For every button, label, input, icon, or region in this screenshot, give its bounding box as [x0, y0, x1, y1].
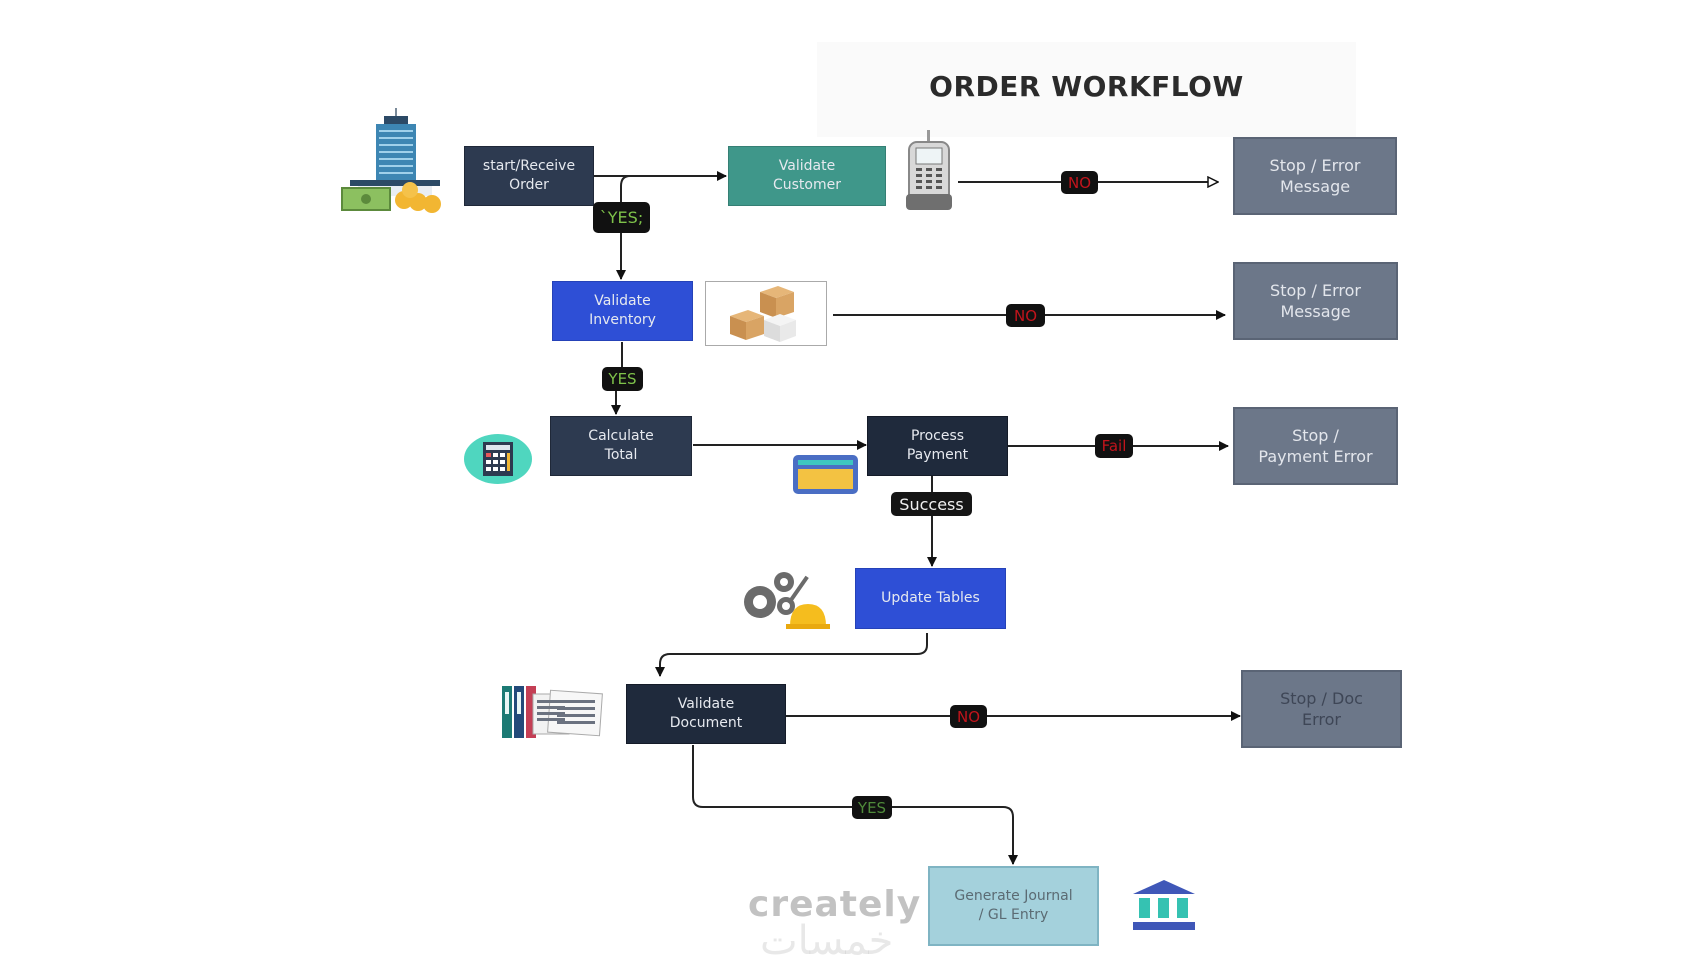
node-start-receive-order[interactable]: start/Receive Order: [464, 146, 594, 206]
node-validate-inventory[interactable]: Validate Inventory: [552, 281, 693, 341]
node-stop-payment-error[interactable]: Stop / Payment Error: [1233, 407, 1398, 485]
edge-label-yes-2: YES: [602, 367, 643, 391]
node-stop-error-message-1[interactable]: Stop / Error Message: [1233, 137, 1397, 215]
edge-label-no-1: NO: [1061, 171, 1098, 194]
node-validate-document[interactable]: Validate Document: [626, 684, 786, 744]
edge-inventory-to-calc: [616, 342, 622, 414]
edge-start-to-inventory: [616, 175, 631, 280]
boxes-image-frame: [705, 281, 827, 346]
node-calculate-total[interactable]: Calculate Total: [550, 416, 692, 476]
gears-wrench-hardhat-icon: [744, 572, 830, 629]
edge-update-to-document: [655, 633, 928, 677]
edge-label-no-3: NO: [950, 705, 987, 728]
binders-documents-icon: [502, 686, 603, 738]
node-process-payment[interactable]: Process Payment: [867, 416, 1008, 476]
diagram-title: ORDER WORKFLOW: [929, 70, 1244, 103]
edge-document-to-gl: [692, 745, 1013, 864]
node-stop-error-message-2[interactable]: Stop / Error Message: [1233, 262, 1398, 340]
edge-label-yes-1: `YES;: [593, 202, 650, 233]
title-panel: [817, 42, 1356, 137]
node-validate-customer[interactable]: Validate Customer: [728, 146, 886, 206]
node-generate-journal-gl-entry[interactable]: Generate Journal / GL Entry: [928, 866, 1099, 946]
building-money-icon: [341, 108, 441, 213]
arabic-watermark: خمسات: [760, 918, 894, 964]
cordless-phone-icon: [906, 130, 952, 210]
bank-icon: [1133, 880, 1195, 930]
creately-watermark: creately: [748, 884, 922, 925]
calculator-icon: [464, 434, 532, 484]
edge-label-yes-3: YES: [852, 796, 892, 819]
node-stop-doc-error[interactable]: Stop / Doc Error: [1241, 670, 1402, 748]
edge-label-success: Success: [891, 492, 972, 516]
cardboard-boxes-icon: [730, 286, 796, 342]
edge-label-no-2: NO: [1006, 304, 1045, 327]
node-update-tables[interactable]: Update Tables: [855, 568, 1006, 629]
edge-label-fail: Fail: [1095, 434, 1133, 458]
credit-card-icon: [793, 455, 858, 494]
